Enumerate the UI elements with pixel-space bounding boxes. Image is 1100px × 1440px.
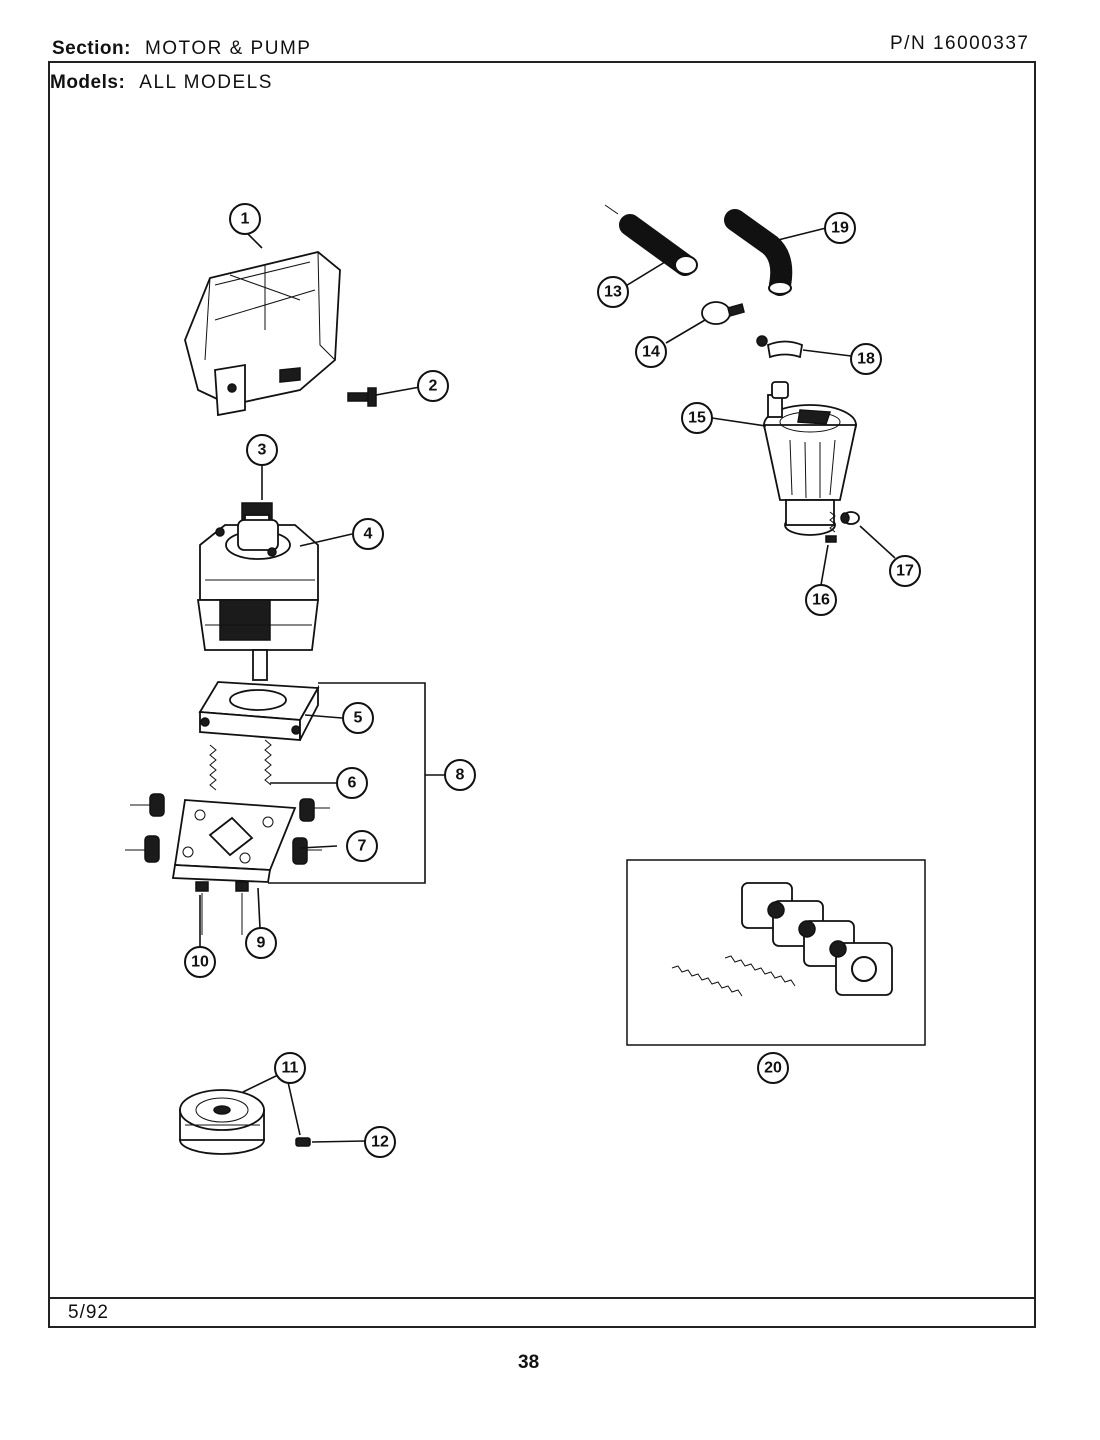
callout-18: 18 <box>850 343 882 375</box>
base-bracket-part <box>171 799 297 883</box>
callout-13: 13 <box>597 276 629 308</box>
callout-7-label: 7 <box>358 838 367 855</box>
hose-19-part <box>724 209 793 296</box>
callout-15: 15 <box>681 402 713 434</box>
leader-lines <box>199 227 896 1143</box>
callout-1-label: 1 <box>241 211 250 228</box>
callout-16-label: 16 <box>812 592 830 609</box>
callout-20-label: 20 <box>764 1060 782 1077</box>
callout-17: 17 <box>889 555 921 587</box>
suspension-springs-part <box>209 739 272 791</box>
section-header: Section: MOTOR & PUMP <box>52 38 311 60</box>
pulley-part <box>179 1089 265 1155</box>
callout-12: 12 <box>364 1126 396 1158</box>
callout-2-label: 2 <box>429 378 438 395</box>
callout-16: 16 <box>805 584 837 616</box>
callout-10: 10 <box>184 946 216 978</box>
callout-20: 20 <box>757 1052 789 1084</box>
page-number: 38 <box>518 1352 540 1373</box>
callout-11: 11 <box>274 1052 306 1084</box>
mounting-plate-part <box>198 681 320 741</box>
section-label: Section: <box>52 38 131 59</box>
callout-1: 1 <box>229 203 261 235</box>
callout-6-label: 6 <box>348 775 357 792</box>
pump-screw-part <box>825 511 837 543</box>
callout-10-label: 10 <box>191 954 209 971</box>
part-number-text: P/N 16000337 <box>890 33 1030 54</box>
footer-divider <box>48 1297 1036 1299</box>
callout-19-label: 19 <box>831 220 849 237</box>
callout-5: 5 <box>342 702 374 734</box>
pump-fitting-part <box>840 511 860 525</box>
models-value: ALL MODELS <box>139 72 273 93</box>
part-number: P/N 16000337 <box>890 33 1030 55</box>
cover-screw-part <box>347 387 377 407</box>
models-label: Models: <box>50 72 126 93</box>
hose-clamp-14-part <box>701 301 745 325</box>
set-screw-part <box>295 1137 311 1147</box>
callout-9-label: 9 <box>257 935 266 952</box>
callout-4-label: 4 <box>364 526 373 543</box>
callout-8-label: 8 <box>456 767 465 784</box>
motor-cover-part <box>184 251 341 417</box>
hose-13-part <box>604 204 698 276</box>
callout-12-label: 12 <box>371 1134 389 1151</box>
callout-5-label: 5 <box>354 710 363 727</box>
group-bracket-8 <box>268 682 445 884</box>
callout-11-label: 11 <box>282 1060 299 1077</box>
revision-date: 5/92 <box>68 1302 109 1323</box>
motor-part <box>196 519 320 681</box>
callout-13-label: 13 <box>604 284 622 301</box>
callout-3: 3 <box>246 434 278 466</box>
callout-4: 4 <box>352 518 384 550</box>
callout-17-label: 17 <box>896 563 914 580</box>
callout-18-label: 18 <box>857 351 875 368</box>
hose-clamp-18-part <box>756 335 804 359</box>
callout-19: 19 <box>824 212 856 244</box>
repair-kit-part <box>626 859 926 1046</box>
rubber-mounts-part <box>125 793 330 865</box>
callout-8: 8 <box>444 759 476 791</box>
nuts-part <box>195 881 249 935</box>
callout-6: 6 <box>336 767 368 799</box>
callout-14-label: 14 <box>642 344 660 361</box>
callout-14: 14 <box>635 336 667 368</box>
callout-9: 9 <box>245 927 277 959</box>
callout-15-label: 15 <box>688 410 706 427</box>
pump-part <box>762 381 858 536</box>
callout-3-label: 3 <box>258 442 267 459</box>
callout-7: 7 <box>346 830 378 862</box>
section-value: MOTOR & PUMP <box>144 38 312 59</box>
callout-2: 2 <box>417 370 449 402</box>
models-header: Models: ALL MODELS <box>50 72 273 94</box>
diagram-frame <box>48 61 1036 1328</box>
